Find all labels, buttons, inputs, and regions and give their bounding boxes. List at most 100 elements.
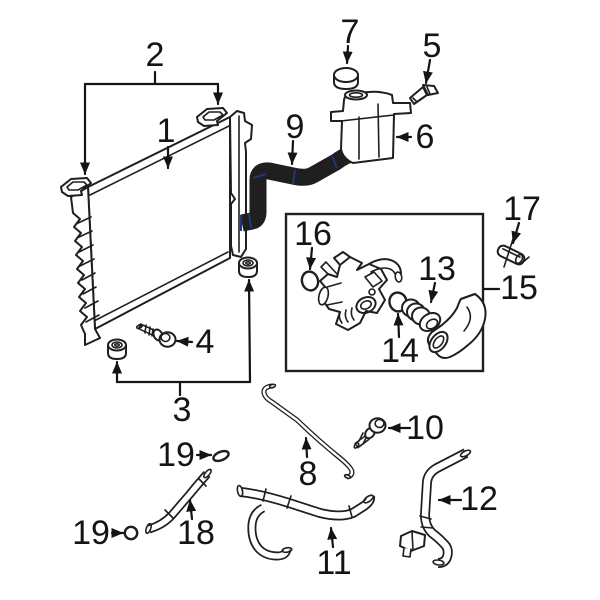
grommet-top [107,338,127,352]
thermostat-flange-inner [425,318,439,330]
housing-arm [368,258,402,279]
callout-8-label: 8 [299,455,318,493]
callout-9: 9 [286,108,305,166]
callout-18: 18 [177,498,215,552]
reservoir-cap [333,67,359,90]
grommet-hole-inner [114,342,121,347]
callout-6: 6 [395,118,435,156]
callout-12: 12 [437,480,498,518]
callout-3-label: 3 [173,391,192,429]
leader-3-bracket [115,380,252,397]
reservoir-body [330,90,412,164]
housing-pipe-lines [326,282,343,306]
hose-9-joints [240,155,338,231]
hose-9-fill [240,148,353,229]
bolt-head-line [426,86,431,95]
radiator [70,110,253,346]
hose-12-bracket-line [411,531,414,550]
callout-6-label: 6 [416,118,435,156]
hose-8-fill [262,384,354,479]
callout-1: 1 [157,112,175,170]
grommet-top [238,256,258,270]
leader-14 [393,312,404,339]
hose-11 [236,484,376,561]
mount-clip-right [196,107,228,127]
leader-4 [175,336,194,347]
callout-10-label: 10 [406,409,444,447]
water-outlet [426,293,487,359]
leader-13 [428,281,439,304]
reservoir-neck-opening [348,92,364,99]
o-ring-19-lower [123,525,139,541]
bolt-shaft-line [412,97,418,103]
callout-13-label: 13 [418,250,456,288]
callout-14: 14 [381,312,419,370]
callout-15-label: 15 [500,269,538,307]
outlet-contour [463,306,472,332]
callout-5: 5 [423,27,441,85]
hose-18-cap-left [145,522,152,535]
callout-7-label: 7 [341,13,360,51]
callout-4-label: 4 [196,323,215,361]
callout-19-upper: 19 [157,436,213,474]
thermostat [401,298,446,335]
drain-valve [135,323,177,348]
callout-11: 11 [316,526,352,582]
hose-12 [399,448,472,568]
hose-11-branch-fill [249,505,290,559]
hose-12-cap-top [459,449,472,458]
hose-11-joints [262,488,353,518]
o-ring-16 [300,270,320,292]
leader-16 [306,246,317,271]
screw-head [368,417,387,434]
thermostat-housing [317,251,403,331]
callout-12-label: 12 [460,480,498,518]
grommet-hole [242,259,254,267]
callout-8: 8 [299,436,318,493]
leader-9 [287,139,298,166]
housing-ridges [338,307,355,324]
callout-19-lower-label: 19 [72,514,110,552]
leader-8 [301,436,312,459]
callout-15: 15 [482,269,538,307]
hose-12-fill [421,450,468,567]
clamp-spur [521,256,530,264]
callout-17-label: 17 [503,190,541,228]
hose-8 [261,383,355,480]
callout-17: 17 [503,190,541,245]
radiator-tank-ribs [75,216,100,323]
hose-11-branch-cap [281,546,293,554]
clip-detail [202,111,224,126]
callout-9-label: 9 [286,108,305,146]
hose-12-cap-bottom [432,559,445,566]
mount-grommet-left [107,338,127,360]
leader-11 [327,526,338,549]
callout-14-label: 14 [381,332,419,370]
callout-7: 7 [341,13,360,65]
hose-18-cap-right [203,468,212,479]
callout-19-lower: 19 [72,514,125,552]
clamp-end [514,253,524,265]
callout-4: 4 [175,323,215,361]
callout-2-label: 2 [146,36,165,74]
grommet-hole-inner [245,260,252,265]
hose-8-end-cap-top [268,383,277,389]
leader-3-arrow-right [244,278,255,384]
hose-18-joints [164,478,207,519]
outlet-opening-inner [432,335,445,349]
clamp-17 [496,238,530,268]
housing-mating-ring-inner [359,300,373,310]
reservoir-bolt [409,84,439,105]
leader-17 [511,221,522,245]
radiator-core-bottom-line [93,251,229,322]
leader-2-bracket [83,70,220,86]
clip-detail [66,181,88,196]
hose-11-cap-left [236,484,244,498]
reservoir-shoulder-line [340,114,395,122]
upper-radiator-hose-highlighted [240,145,354,232]
cap-top [333,67,359,83]
callout-2: 2 [80,36,223,176]
callouts: 1 2 3 4 5 6 7 [72,13,541,582]
housing-top-tab [333,251,351,266]
